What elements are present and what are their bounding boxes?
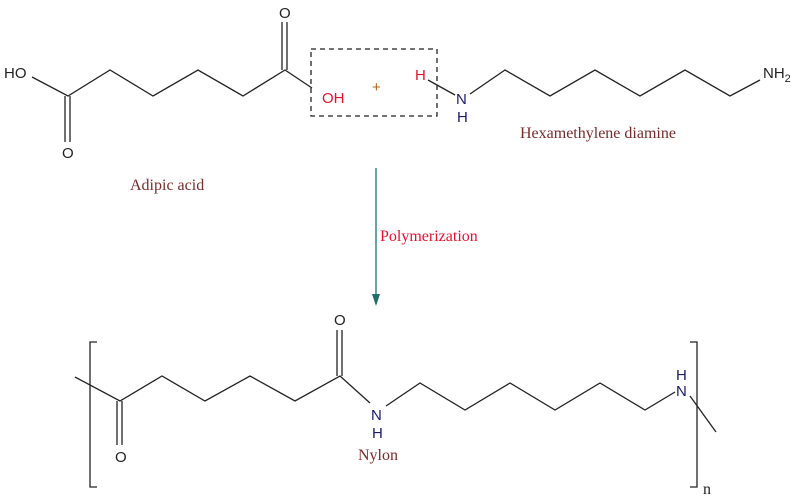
adipic-acid-label: Adipic acid bbox=[130, 177, 204, 194]
nylon-atom-n-mid: N bbox=[371, 407, 382, 424]
atom-h-removed: H bbox=[415, 67, 426, 84]
nylon-chain-diamine bbox=[385, 382, 676, 411]
hexamethylene-diamine-label: Hexamethylene diamine bbox=[520, 125, 676, 142]
atom-ho: HO bbox=[4, 65, 27, 82]
nylon-atom-h-mid: H bbox=[372, 425, 383, 442]
nylon-atom-o-top: O bbox=[334, 312, 346, 329]
reaction-arrow: Polymerization bbox=[372, 168, 478, 306]
atom-o-bottom: O bbox=[62, 145, 74, 162]
nylon-label: Nylon bbox=[358, 447, 398, 464]
diamine-chain bbox=[469, 69, 761, 97]
atom-nh-h: H bbox=[457, 109, 468, 126]
atom-o-top: O bbox=[279, 5, 291, 22]
atom-oh-removed: OH bbox=[322, 90, 345, 107]
repeat-subscript: n bbox=[703, 481, 711, 498]
polymerization-label: Polymerization bbox=[380, 228, 478, 245]
right-bracket bbox=[690, 341, 698, 488]
atom-n: N bbox=[456, 91, 467, 108]
hexamethylene-diamine-structure: H N H NH2 Hexamethylene diamine bbox=[415, 65, 791, 142]
arrow-head-icon bbox=[372, 294, 380, 306]
nylon-chain-acid bbox=[74, 375, 371, 404]
nylon-atom-h-end: H bbox=[676, 367, 687, 384]
adipic-acid-chain bbox=[31, 69, 313, 97]
plus-sign: + bbox=[372, 79, 381, 96]
nylon-atom-n-end: N bbox=[676, 383, 687, 400]
left-bracket bbox=[89, 341, 97, 488]
nylon-atom-o-bottom: O bbox=[115, 449, 127, 466]
atom-nh2: NH2 bbox=[763, 65, 791, 85]
eliminated-water-box bbox=[310, 48, 438, 117]
adipic-acid-structure: HO O O OH Adipic acid bbox=[4, 5, 345, 194]
nylon-structure: O O N H H N n Nylon bbox=[74, 312, 717, 498]
